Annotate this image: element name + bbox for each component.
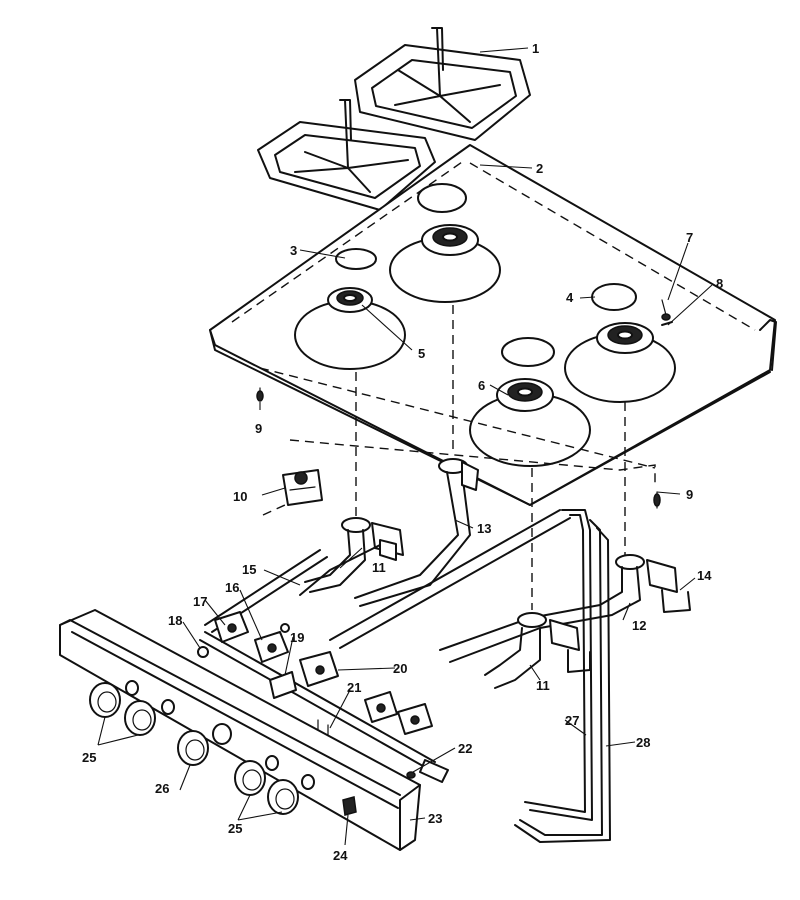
valve-part-17: [214, 611, 249, 643]
callout-25-left: 25: [82, 750, 96, 765]
screw-part-9-left: [256, 387, 264, 402]
burner-grate-right: [354, 27, 531, 141]
valve-rail: [199, 631, 449, 783]
cooktop-panel: [209, 144, 777, 506]
callout-17: 17: [193, 594, 207, 609]
callout-16: 16: [225, 580, 239, 595]
burner-tube-11-right: [484, 612, 591, 689]
knob-26: [177, 730, 209, 766]
callout-28: 28: [636, 735, 650, 750]
panel-hole: [161, 699, 175, 715]
valve-part-16: [254, 631, 289, 663]
callout-20: 20: [393, 661, 407, 676]
screw-part-22: [406, 771, 416, 779]
callout-24: 24: [333, 848, 348, 863]
callout-3: 3: [290, 243, 297, 258]
panel-hole: [265, 755, 279, 771]
burner-cap-rear-left: [417, 183, 467, 213]
panel-hole: [212, 723, 232, 745]
callout-19: 19: [290, 630, 304, 645]
burner-cap-right: [591, 283, 637, 311]
callout-11-left: 11: [372, 560, 386, 575]
gas-rods: [299, 509, 571, 649]
burner-tube-13: [354, 458, 479, 607]
burner-cap-front-right: [501, 337, 555, 367]
callout-18: 18: [168, 613, 182, 628]
panel-hole: [301, 774, 315, 790]
knob-25-1: [89, 682, 121, 718]
callout-22: 22: [458, 741, 472, 756]
gas-supply-tube-27: [524, 509, 593, 821]
callout-9-left: 9: [255, 421, 262, 436]
callout-25-right: 25: [228, 821, 242, 836]
callout-7: 7: [686, 230, 693, 245]
burner-head-rear-right: [596, 322, 654, 354]
burner-head-small-front-left: [327, 287, 373, 313]
callout-14: 14: [697, 568, 712, 583]
igniter-switch-19: [269, 623, 297, 699]
burner-head-large-rear-left: [421, 224, 479, 256]
valve-rear-right: [364, 691, 433, 735]
screw-part-9-right: [653, 491, 661, 509]
knob-25-4: [267, 779, 299, 815]
switch-24: [342, 796, 357, 816]
bracket-part-18: [197, 646, 209, 658]
valve-part-20: [299, 651, 339, 687]
screw-part-7: [661, 299, 671, 321]
leader-lines: [97, 47, 713, 846]
callout-27: 27: [565, 713, 579, 728]
burner-tube-11-left: [304, 517, 404, 593]
callout-5: 5: [418, 346, 425, 361]
callout-2: 2: [536, 161, 543, 176]
callout-15: 15: [242, 562, 256, 577]
callout-13: 13: [477, 521, 491, 536]
callout-1: 1: [532, 41, 539, 56]
panel-hole: [125, 680, 139, 696]
burner-grate-left: [257, 99, 436, 211]
callout-21: 21: [347, 680, 361, 695]
callout-6: 6: [478, 378, 485, 393]
callout-10: 10: [233, 489, 247, 504]
callout-11-right: 11: [536, 678, 550, 693]
callout-9-right: 9: [686, 487, 693, 502]
callout-26: 26: [155, 781, 169, 796]
alignment-lines: [259, 305, 656, 610]
callout-12: 12: [632, 618, 646, 633]
spark-module-part-10: [282, 469, 323, 506]
gas-supply-tube-28: [514, 519, 611, 843]
burner-head-front-right: [496, 378, 554, 412]
knob-25-3: [234, 760, 266, 796]
burner-cap-small: [335, 248, 377, 270]
knob-25-2: [124, 700, 156, 736]
callout-labels: 1 2 3 4 5 6 7 8 9 9 10 11 11 12 13 14 15…: [82, 41, 723, 863]
control-panel-23: [59, 609, 421, 851]
callout-23: 23: [428, 811, 442, 826]
callout-8: 8: [716, 276, 723, 291]
callout-4: 4: [566, 290, 574, 305]
